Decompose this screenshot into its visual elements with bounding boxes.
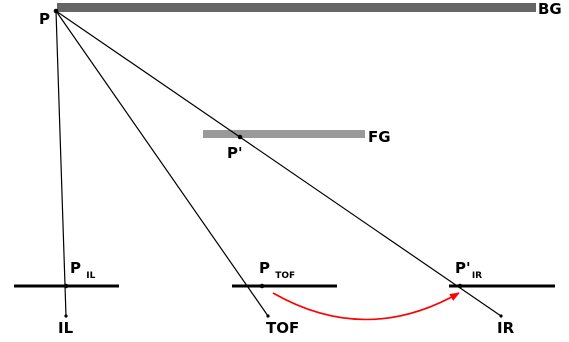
p-ir-label: P' IR <box>455 259 482 281</box>
p-ir-label-sub: IR <box>472 271 482 281</box>
p-il-label: P IL <box>70 259 96 281</box>
ray-to-il-camera <box>55 10 67 317</box>
camera-center-tof <box>266 314 270 318</box>
camera-center-ir <box>499 314 503 318</box>
point-p-il <box>63 283 69 289</box>
point-p-ir <box>457 283 463 289</box>
bg-label: BG <box>538 0 562 18</box>
ray-to-tof-camera <box>55 10 269 317</box>
point-p <box>53 8 59 14</box>
tof-camera-label: TOF <box>266 319 299 337</box>
background-plane <box>57 3 536 12</box>
ray-to-ir-camera <box>55 10 502 317</box>
p-tof-label: P TOF <box>259 259 295 281</box>
p-prime-label: P' <box>227 144 243 162</box>
p-il-label-main: P <box>70 259 81 277</box>
p-il-label-sub: IL <box>86 271 95 281</box>
tof-to-ir-mapping-arrow <box>272 292 460 321</box>
p-tof-label-main: P <box>259 259 270 277</box>
fg-label: FG <box>368 128 391 146</box>
camera-center-il <box>64 314 68 318</box>
ir-camera-label: IR <box>497 319 515 337</box>
il-camera-label: IL <box>58 319 74 337</box>
point-p-prime <box>237 134 243 140</box>
p-ir-label-main: P' <box>455 259 471 277</box>
p-tof-label-sub: TOF <box>275 271 295 281</box>
point-p-tof <box>259 283 265 289</box>
foreground-plane <box>203 130 365 138</box>
p-label: P <box>39 10 50 28</box>
